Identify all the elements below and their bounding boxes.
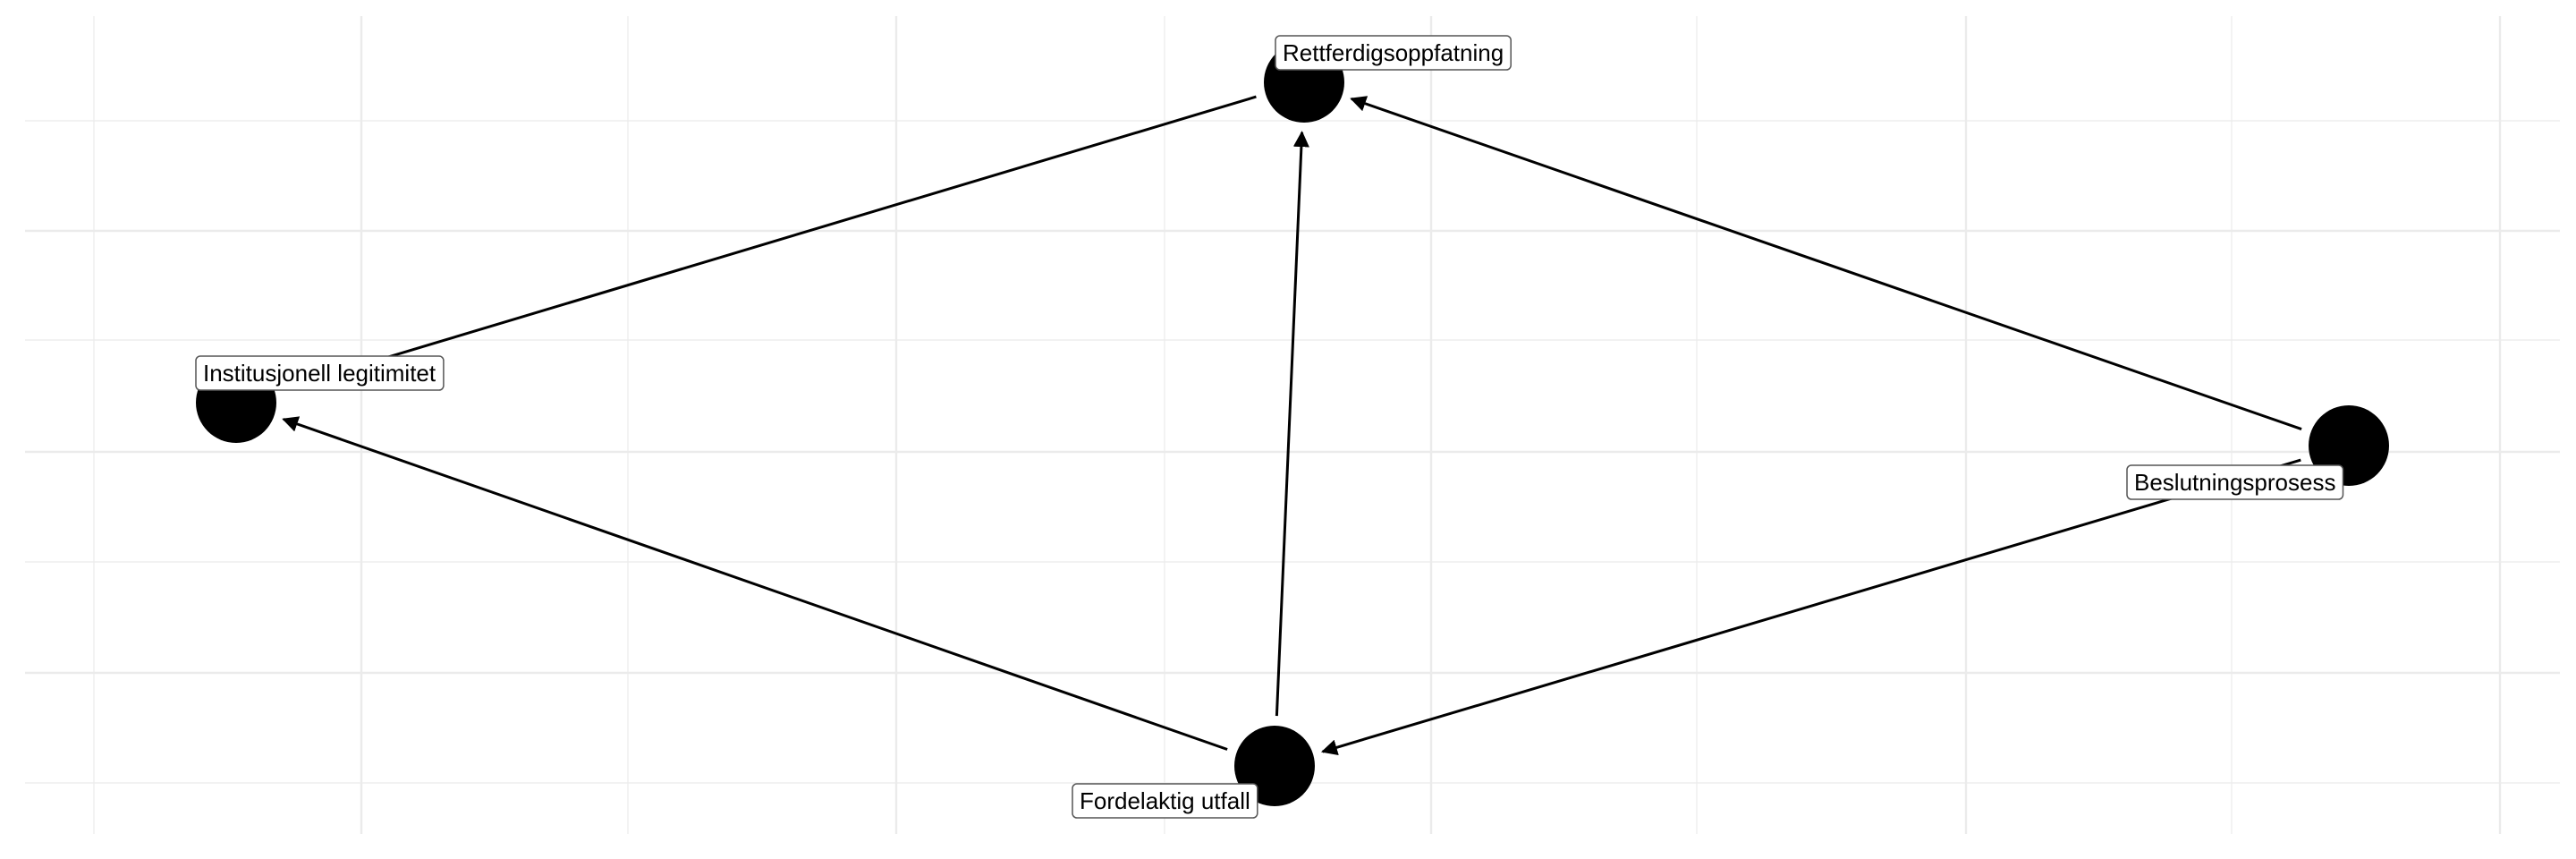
edges [282, 95, 2302, 755]
node-label-box [2126, 464, 2344, 500]
edge-besl-to-ford [1320, 458, 2301, 755]
nodes [196, 42, 2389, 806]
node-label-besl: Beslutningsprosess [2126, 464, 2344, 500]
edge-ford-to-rett [1275, 131, 1309, 717]
node-label-text: Fordelaktig utfall [1080, 787, 1250, 814]
node-label-box [195, 355, 445, 391]
node-label-rett: Rettferdigsoppfatning [1275, 35, 1512, 71]
node-label-inst: Institusjonell legitimitet [195, 355, 445, 391]
node-label-ford: Fordelaktig utfall [1072, 783, 1258, 819]
node-label-box [1072, 783, 1258, 819]
node-label-text: Institusjonell legitimitet [203, 360, 436, 387]
edge-inst-to-rett [284, 95, 1257, 390]
node-label-text: Rettferdigsoppfatning [1283, 39, 1504, 66]
edge-ford-to-inst [282, 416, 1228, 751]
grid [25, 16, 2560, 834]
node-label-box [1275, 35, 1512, 71]
node-label-text: Beslutningsprosess [2134, 469, 2335, 496]
edge-besl-to-rett [1350, 96, 2302, 431]
